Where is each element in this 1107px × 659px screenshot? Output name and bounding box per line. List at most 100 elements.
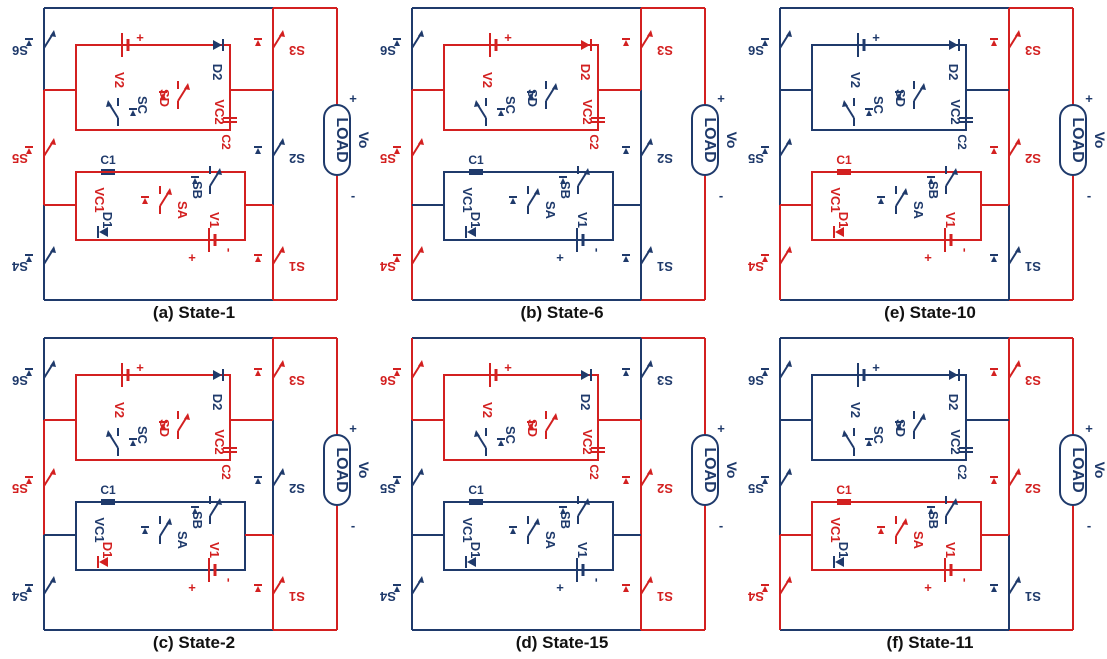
switch-s2	[254, 136, 285, 164]
label-s2: S2	[657, 481, 673, 496]
switch-s5	[25, 136, 56, 164]
capacitor-c2	[223, 117, 237, 123]
load: LOAD	[1059, 434, 1087, 506]
v1-plus: +	[188, 580, 196, 595]
capacitor-c1	[101, 169, 115, 175]
label-s5: S5	[12, 481, 28, 496]
label-vc2: VC2	[212, 429, 227, 454]
label-sc: SC	[135, 96, 150, 115]
battery-v1	[576, 558, 585, 582]
switch-sa	[509, 186, 540, 214]
switch-s6	[761, 28, 792, 56]
vo-minus: -	[1087, 188, 1091, 203]
label-d1: D1	[836, 212, 851, 229]
label-sd: SD	[525, 419, 540, 437]
switch-s1	[622, 574, 653, 602]
label-sb: SB	[558, 511, 573, 529]
label-c2: C2	[587, 464, 601, 480]
label-s3: S3	[1025, 43, 1041, 58]
capacitor-c2	[591, 117, 605, 123]
label-s3: S3	[289, 373, 305, 388]
label-sd: SD	[893, 89, 908, 107]
label-s4: S4	[379, 589, 396, 604]
caption-panel-5: (d) State-15	[515, 633, 609, 652]
capacitor-c1	[837, 499, 851, 505]
switch-sc	[106, 428, 137, 456]
load-label: LOAD	[701, 117, 718, 162]
battery-v2	[857, 33, 866, 57]
switch-s2	[622, 136, 653, 164]
battery-v1	[576, 228, 585, 252]
battery-v1	[208, 228, 217, 252]
label-sa: SA	[911, 531, 926, 550]
v1-minus: -	[222, 248, 237, 252]
v1-minus: -	[222, 578, 237, 582]
label-sb: SB	[190, 511, 205, 529]
switch-s1	[622, 244, 653, 272]
label-sc: SC	[135, 426, 150, 445]
vo-label: Vo	[1092, 462, 1107, 479]
vo-plus: +	[1085, 91, 1093, 106]
label-s1: S1	[657, 259, 673, 274]
switch-s5	[393, 466, 424, 494]
vo-plus: +	[349, 421, 357, 436]
switch-sa	[877, 186, 908, 214]
v2-plus: +	[872, 30, 880, 45]
label-s1: S1	[289, 259, 305, 274]
load-label: LOAD	[701, 447, 718, 492]
switch-s5	[761, 136, 792, 164]
caption-panel-2: (b) State-6	[520, 303, 604, 322]
vo-plus: +	[717, 421, 725, 436]
switch-s1	[990, 244, 1021, 272]
label-v2: V2	[480, 72, 495, 88]
label-sd: SD	[893, 419, 908, 437]
switch-s2	[254, 466, 285, 494]
caption-panel-6: (f) State-11	[886, 633, 974, 652]
label-sc: SC	[871, 426, 886, 445]
label-sd: SD	[157, 89, 172, 107]
capacitor-c2	[223, 447, 237, 453]
vo-minus: -	[351, 518, 355, 533]
label-s6: S6	[380, 373, 396, 388]
diode-d2	[949, 369, 960, 381]
label-d1: D1	[468, 542, 483, 559]
load-label: LOAD	[1069, 117, 1086, 162]
diode-d2	[213, 39, 224, 51]
load: LOAD	[1059, 104, 1087, 176]
label-v2: V2	[112, 72, 127, 88]
label-d2: D2	[210, 394, 225, 411]
switch-s4	[393, 574, 424, 602]
capacitor-c1	[837, 169, 851, 175]
v1-plus: +	[556, 580, 564, 595]
label-s4: S4	[747, 259, 764, 274]
label-sb: SB	[558, 181, 573, 199]
label-c1: C1	[468, 483, 484, 497]
switch-s4	[25, 244, 56, 272]
vo-minus: -	[719, 518, 723, 533]
capacitor-c2	[591, 447, 605, 453]
battery-v2	[121, 33, 130, 57]
label-sb: SB	[926, 181, 941, 199]
switch-sb	[191, 166, 222, 194]
switch-sa	[509, 516, 540, 544]
label-sa: SA	[175, 201, 190, 220]
switch-sd	[527, 411, 558, 439]
switch-sa	[141, 186, 172, 214]
label-v2: V2	[480, 402, 495, 418]
switch-s1	[254, 244, 285, 272]
label-v2: V2	[112, 402, 127, 418]
switch-sd	[159, 81, 190, 109]
label-s2: S2	[657, 151, 673, 166]
load-label: LOAD	[333, 447, 350, 492]
capacitor-c2	[959, 117, 973, 123]
label-c2: C2	[955, 134, 969, 150]
label-v2: V2	[848, 72, 863, 88]
switch-sb	[191, 496, 222, 524]
vo-label: Vo	[724, 132, 740, 149]
diode-d2	[581, 369, 592, 381]
switch-sd	[895, 81, 926, 109]
switch-s2	[622, 466, 653, 494]
switch-s4	[761, 244, 792, 272]
